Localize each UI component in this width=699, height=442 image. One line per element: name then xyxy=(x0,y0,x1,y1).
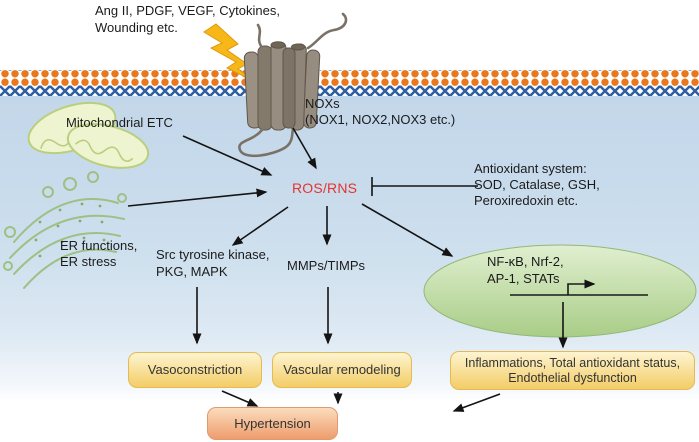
er-icon xyxy=(3,171,127,289)
stimuli-label: Ang II, PDGF, VEGF, Cytokines, Wounding … xyxy=(95,2,280,36)
nox-line2: (NOX1, NOX2,NOX3 etc.) xyxy=(305,112,456,127)
lightning-icon xyxy=(203,23,257,83)
nucleus-ellipse xyxy=(423,244,697,338)
arrows xyxy=(127,127,568,412)
stimuli-line2: Wounding etc. xyxy=(95,20,178,35)
er-line1: ER functions, xyxy=(60,238,138,253)
antioxidant-line3: Peroxiredoxin etc. xyxy=(474,193,579,208)
arrow-vaso-to-hyper xyxy=(221,390,259,407)
mitochondria-icon xyxy=(27,101,150,169)
cell-membrane xyxy=(0,70,699,96)
tf-line2: AP-1, STATs xyxy=(487,271,560,286)
er-label: ER functions, ER stress xyxy=(60,238,137,270)
nox-label: NOXs (NOX1, NOX2,NOX3 etc.) xyxy=(305,96,455,128)
transcription-factors-label: NF-κB, Nrf-2, AP-1, STATs xyxy=(487,253,564,287)
vascular-remodeling-box: Vascular remodeling xyxy=(272,352,412,388)
nox-line1: NOXs xyxy=(305,96,340,111)
nox-protein-loops xyxy=(238,12,348,158)
hypertension-box: Hypertension xyxy=(207,407,338,440)
er-line2: ER stress xyxy=(60,254,117,269)
inflammation-line1: Inflammations, Total antioxidant status, xyxy=(464,356,681,370)
inflammation-box: Inflammations, Total antioxidant status,… xyxy=(450,351,695,390)
kinases-label: Src tyrosine kinase, PKG, MAPK xyxy=(156,246,269,280)
ros-rns-label: ROS/RNS xyxy=(292,180,358,196)
arrow-mito-to-ros xyxy=(182,135,273,176)
arrow-ros-to-kinases xyxy=(231,206,289,246)
antioxidant-line1: Antioxidant system: xyxy=(474,161,587,176)
kinases-line1: Src tyrosine kinase, xyxy=(156,247,270,262)
inhibition-tbar xyxy=(371,177,478,196)
inflammation-line2: Endothelial dysfunction xyxy=(508,371,637,385)
vasoconstriction-box: Vasoconstriction xyxy=(128,352,262,388)
kinases-line2: PKG, MAPK xyxy=(156,264,228,279)
antioxidant-line2: SOD, Catalase, GSH, xyxy=(474,177,600,192)
arrow-ros-to-nucleus xyxy=(361,203,454,257)
arrow-inflam-to-hyper xyxy=(452,393,501,412)
transcription-arrow-icon xyxy=(510,279,648,296)
mmps-label: MMPs/TIMPs xyxy=(287,258,365,273)
arrow-er-to-ros xyxy=(127,188,268,207)
stimuli-line1: Ang II, PDGF, VEGF, Cytokines, xyxy=(95,3,280,18)
mitochondria-label: Mitochondrial ETC xyxy=(66,115,173,130)
er-ribosome-dots xyxy=(34,202,106,258)
nox-protein-icon xyxy=(243,41,321,131)
arrow-nox-to-ros xyxy=(292,127,317,170)
antioxidant-label: Antioxidant system: SOD, Catalase, GSH, … xyxy=(474,161,600,209)
tf-line1: NF-κB, Nrf-2, xyxy=(487,254,564,269)
